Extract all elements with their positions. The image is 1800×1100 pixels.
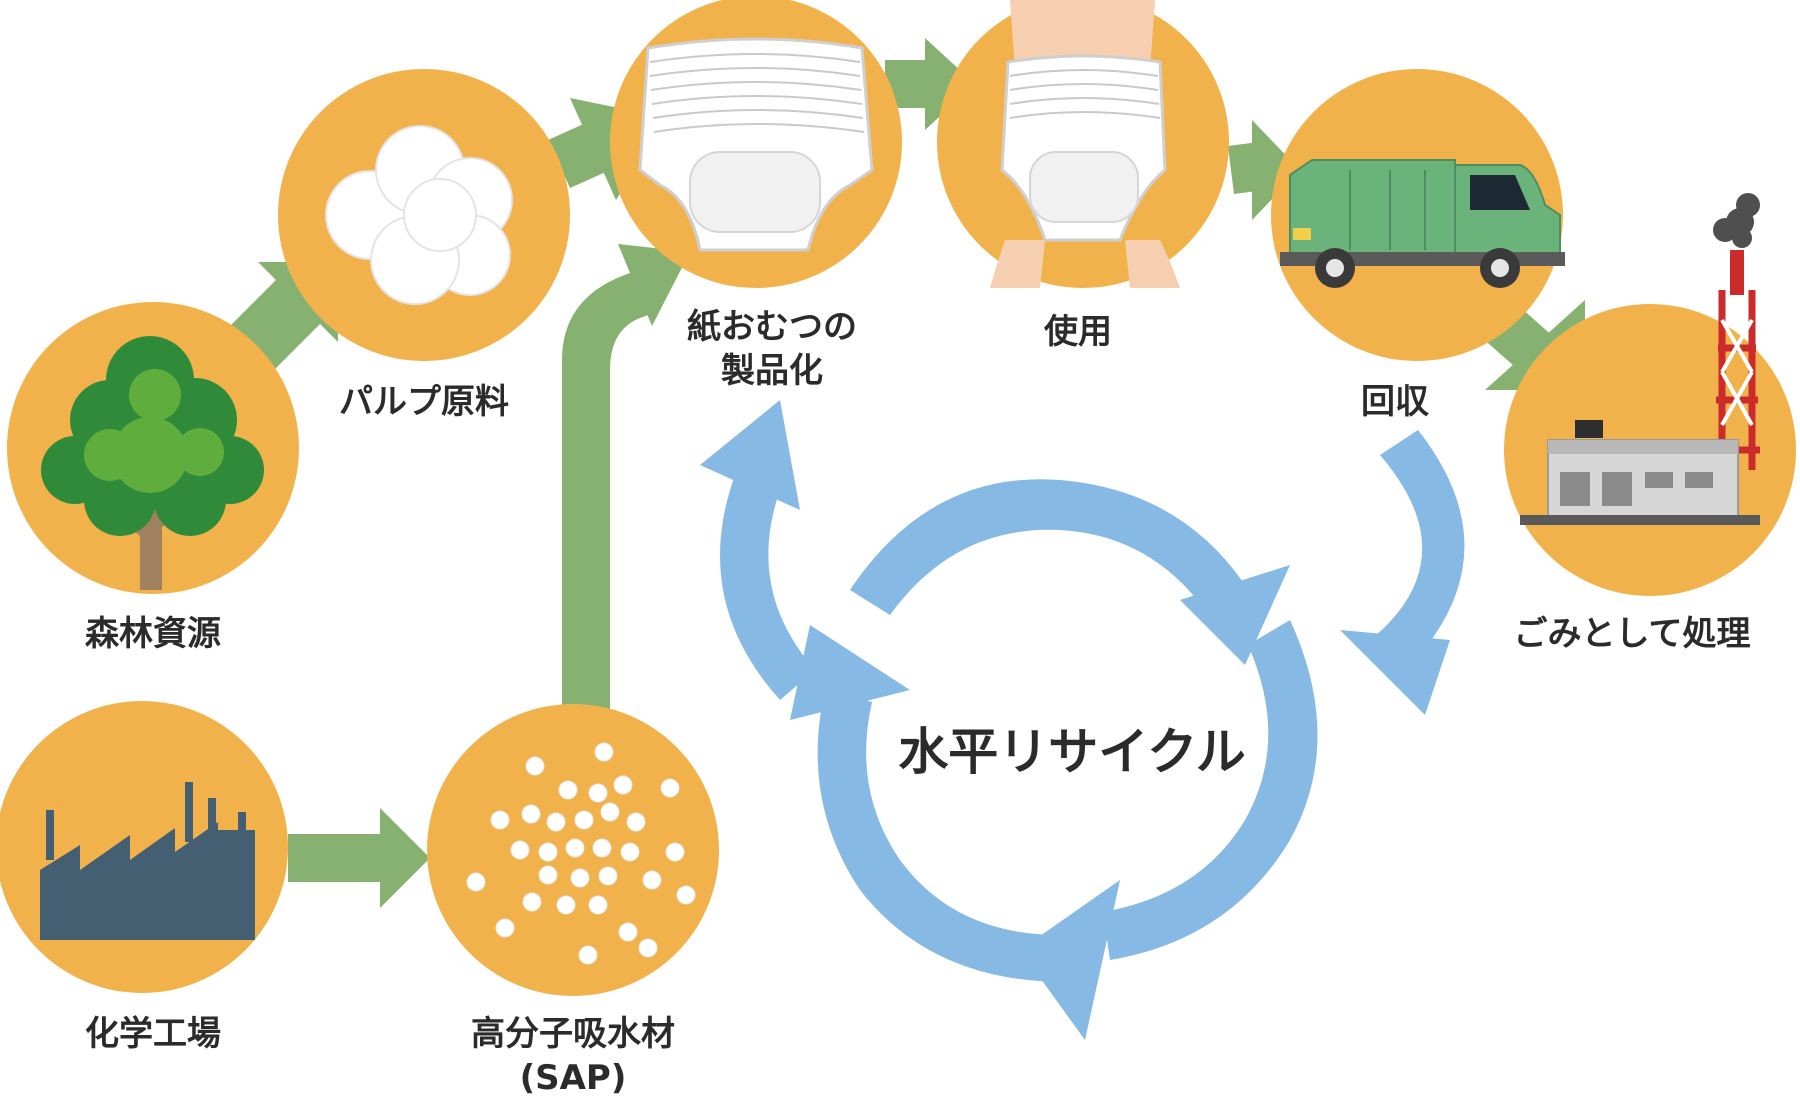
cotton-balls-icon — [325, 125, 513, 305]
arrow-cycle-right — [1020, 620, 1318, 1040]
factory-icon — [40, 782, 255, 940]
arrow-cycle-top — [850, 479, 1290, 665]
node-circles — [0, 0, 1796, 996]
garbage-truck-icon — [1280, 159, 1565, 288]
arrow-usage-to-collection — [1228, 120, 1300, 220]
label-sap-line2: (SAP) — [519, 1058, 627, 1098]
arrow-recycle-to-diaper — [700, 400, 815, 700]
center-title: 水平リサイクル — [898, 723, 1246, 781]
tree-icon — [41, 336, 264, 590]
label-factory: 化学工場 — [85, 1014, 221, 1054]
arrow-sap-to-diaper — [562, 244, 690, 720]
label-disposal: ごみとして処理 — [1513, 614, 1751, 654]
label-collection: 回収 — [1361, 382, 1429, 422]
worn-diaper-icon — [990, 0, 1180, 288]
label-diaper-product-line2: 製品化 — [721, 351, 823, 391]
label-sap-line1: 高分子吸水材 — [471, 1014, 675, 1054]
arrow-collection-to-recycle — [1340, 430, 1465, 715]
sap-beads-icon — [466, 742, 696, 965]
label-sap: 高分子吸水材 (SAP) — [471, 1012, 675, 1100]
label-usage: 使用 — [1044, 312, 1112, 352]
recycle-arrows — [700, 400, 1465, 1040]
label-forest: 森林資源 — [85, 614, 221, 654]
incinerator-plant-icon — [1520, 193, 1760, 525]
diaper-icon — [638, 37, 874, 252]
label-pulp: パルプ原料 — [339, 382, 509, 422]
arrow-factory-to-sap — [288, 808, 430, 908]
label-diaper-product-line1: 紙おむつの — [687, 307, 857, 347]
arrow-cycle-left — [790, 625, 1060, 982]
label-diaper-product: 紙おむつの 製品化 — [687, 305, 857, 393]
